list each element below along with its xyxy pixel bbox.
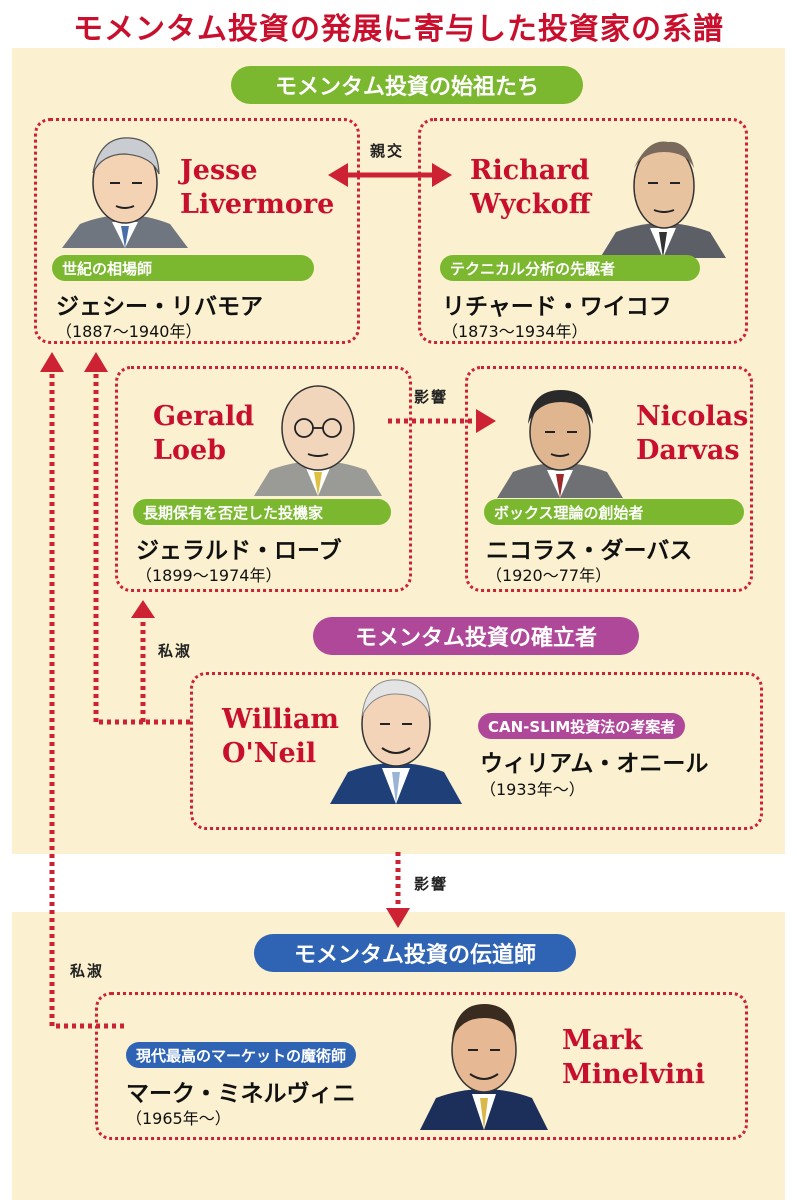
minervini-name-en: Mark Minelvini — [562, 1025, 706, 1090]
section-label-evangelist: モメンタム投資の伝道師 — [254, 934, 576, 972]
wyckoff-name-jp: リチャード・ワイコフ — [442, 294, 672, 320]
wyckoff-tag: テクニカル分析の先駆者 — [440, 255, 700, 281]
darvas-name-en: Nicolas Darvas — [636, 401, 749, 466]
relation-friendship-label: 親交 — [370, 142, 405, 160]
page-title: モメンタム投資の発展に寄与した投資家の系譜 — [73, 12, 724, 47]
darvas-tag: ボックス理論の創始者 — [484, 499, 744, 525]
card-wyckoff — [418, 118, 748, 344]
livermore-name-en: Jesse Livermore — [180, 155, 335, 220]
portrait-darvas — [497, 390, 623, 498]
relation-private-label-2: 私淑 — [70, 962, 105, 980]
oneil-name-en: William O'Neil — [222, 704, 339, 769]
relation-private-label-1: 私淑 — [158, 642, 193, 660]
wyckoff-name-en: Richard Wyckoff — [470, 155, 591, 220]
portrait-loeb — [254, 385, 382, 496]
minervini-tag: 現代最高のマーケットの魔術師 — [126, 1042, 357, 1068]
portrait-wyckoff — [600, 141, 726, 258]
wyckoff-years: （1873〜1934年） — [442, 322, 588, 341]
relation-influence-label-2: 影響 — [414, 875, 449, 893]
section-label-founders: モメンタム投資の始祖たち — [231, 66, 583, 104]
card-livermore — [34, 118, 360, 344]
loeb-name-jp: ジェラルド・ローブ — [136, 538, 342, 564]
oneil-name-jp: ウィリアム・オニール — [480, 751, 709, 777]
loeb-years: （1899〜1974年） — [136, 566, 282, 585]
oneil-years: （1933年〜） — [480, 780, 585, 799]
livermore-name-jp: ジェシー・リバモア — [56, 294, 263, 320]
minervini-years: （1965年〜） — [126, 1109, 231, 1128]
livermore-tag: 世紀の相場師 — [52, 255, 314, 281]
card-oneil — [190, 672, 763, 830]
oneil-tag: CAN-SLIM投資法の考案者 — [478, 713, 686, 739]
darvas-name-jp: ニコラス・ダーバス — [486, 538, 693, 564]
section-label-establisher: モメンタム投資の確立者 — [313, 617, 639, 655]
portrait-oneil — [330, 679, 462, 804]
livermore-years: （1887〜1940年） — [56, 322, 202, 341]
portrait-livermore — [62, 137, 188, 248]
relation-influence-label-1: 影響 — [414, 388, 449, 406]
loeb-name-en: Gerald Loeb — [153, 401, 255, 466]
darvas-years: （1920〜77年） — [486, 566, 612, 585]
portrait-minervini — [420, 1004, 548, 1130]
card-minervini — [95, 992, 748, 1140]
card-darvas — [465, 366, 753, 592]
card-loeb — [115, 366, 412, 592]
minervini-name-jp: マーク・ミネルヴィニ — [126, 1081, 356, 1107]
loeb-tag: 長期保有を否定した投機家 — [133, 499, 391, 525]
